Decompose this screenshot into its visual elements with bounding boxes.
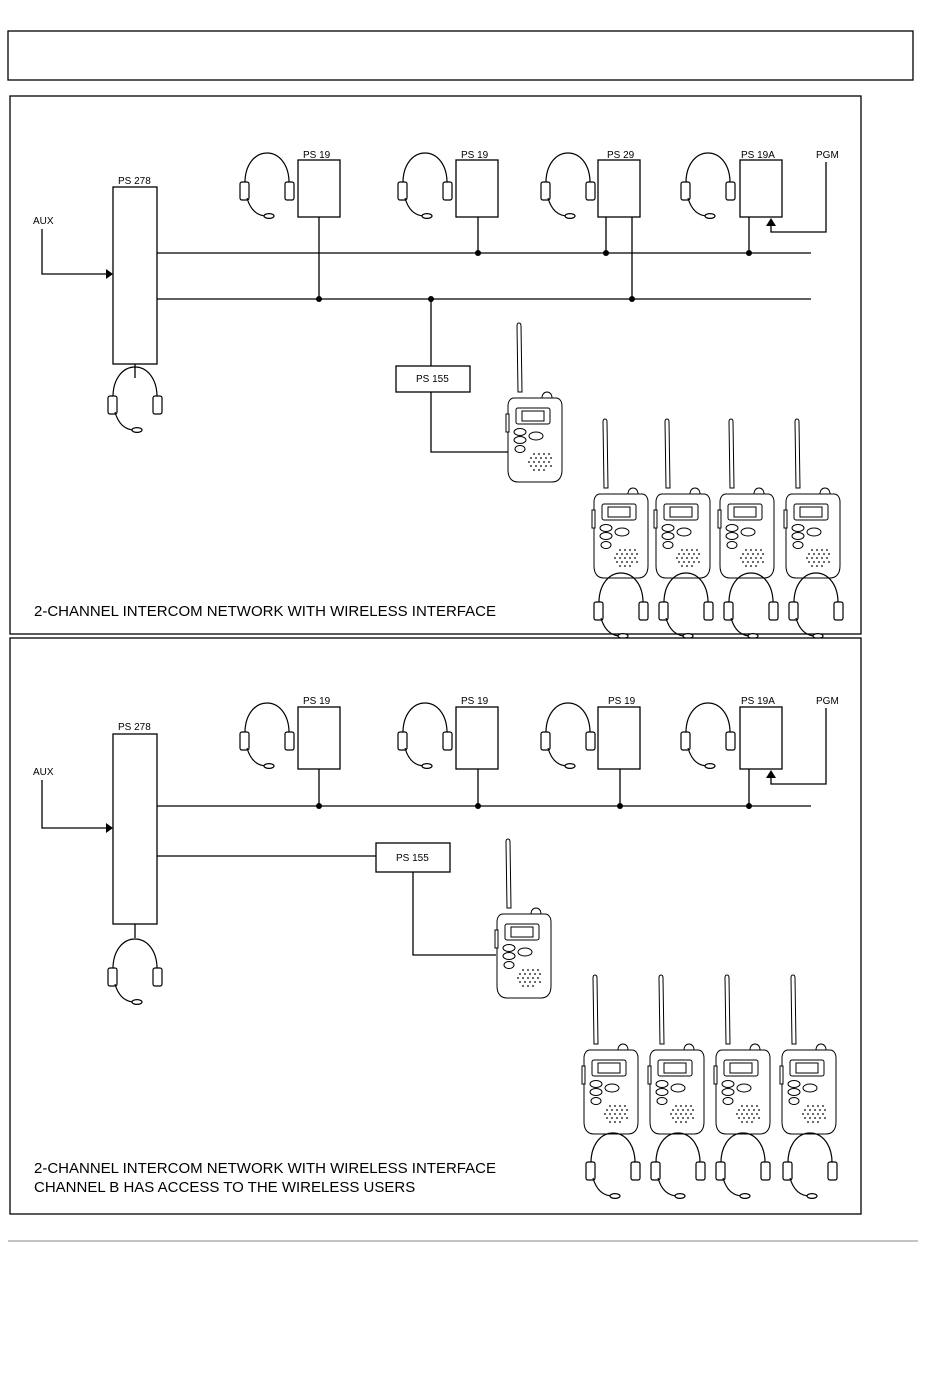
master-station-label: PS 278 bbox=[118, 176, 151, 187]
station-label: PS 19 bbox=[461, 696, 489, 707]
caption-line-1: 2-CHANNEL INTERCOM NETWORK WITH WIRELESS… bbox=[34, 603, 496, 620]
station-box bbox=[298, 160, 340, 217]
header-box bbox=[8, 31, 913, 80]
station-box bbox=[298, 707, 340, 769]
caption-line-2: CHANNEL B HAS ACCESS TO THE WIRELESS USE… bbox=[34, 1179, 415, 1196]
station-box bbox=[740, 160, 782, 217]
master-station-box bbox=[113, 734, 157, 924]
interface-label: PS 155 bbox=[396, 853, 429, 864]
pgm-label: PGM bbox=[816, 696, 839, 707]
interface-label: PS 155 bbox=[416, 374, 449, 385]
station-box bbox=[456, 160, 498, 217]
aux-label: AUX bbox=[33, 216, 54, 227]
master-station-box bbox=[113, 187, 157, 364]
diagram-2: PS 278 AUX PS 19 PS 19 PS 19 PS 19A bbox=[10, 638, 861, 1214]
master-station-label: PS 278 bbox=[118, 722, 151, 733]
station-box bbox=[598, 707, 640, 769]
diagram-1: PS 278 AUX PS 19 PS 19 PS 29 PS 19A bbox=[10, 96, 861, 638]
caption-line-1: 2-CHANNEL INTERCOM NETWORK WITH WIRELESS… bbox=[34, 1160, 496, 1177]
station-label: PS 19 bbox=[303, 696, 331, 707]
pgm-label: PGM bbox=[816, 150, 839, 161]
station-label: PS 19 bbox=[608, 696, 636, 707]
station-box bbox=[598, 160, 640, 217]
station-box bbox=[456, 707, 498, 769]
station-box bbox=[740, 707, 782, 769]
aux-label: AUX bbox=[33, 767, 54, 778]
station-label: PS 19A bbox=[741, 696, 775, 707]
